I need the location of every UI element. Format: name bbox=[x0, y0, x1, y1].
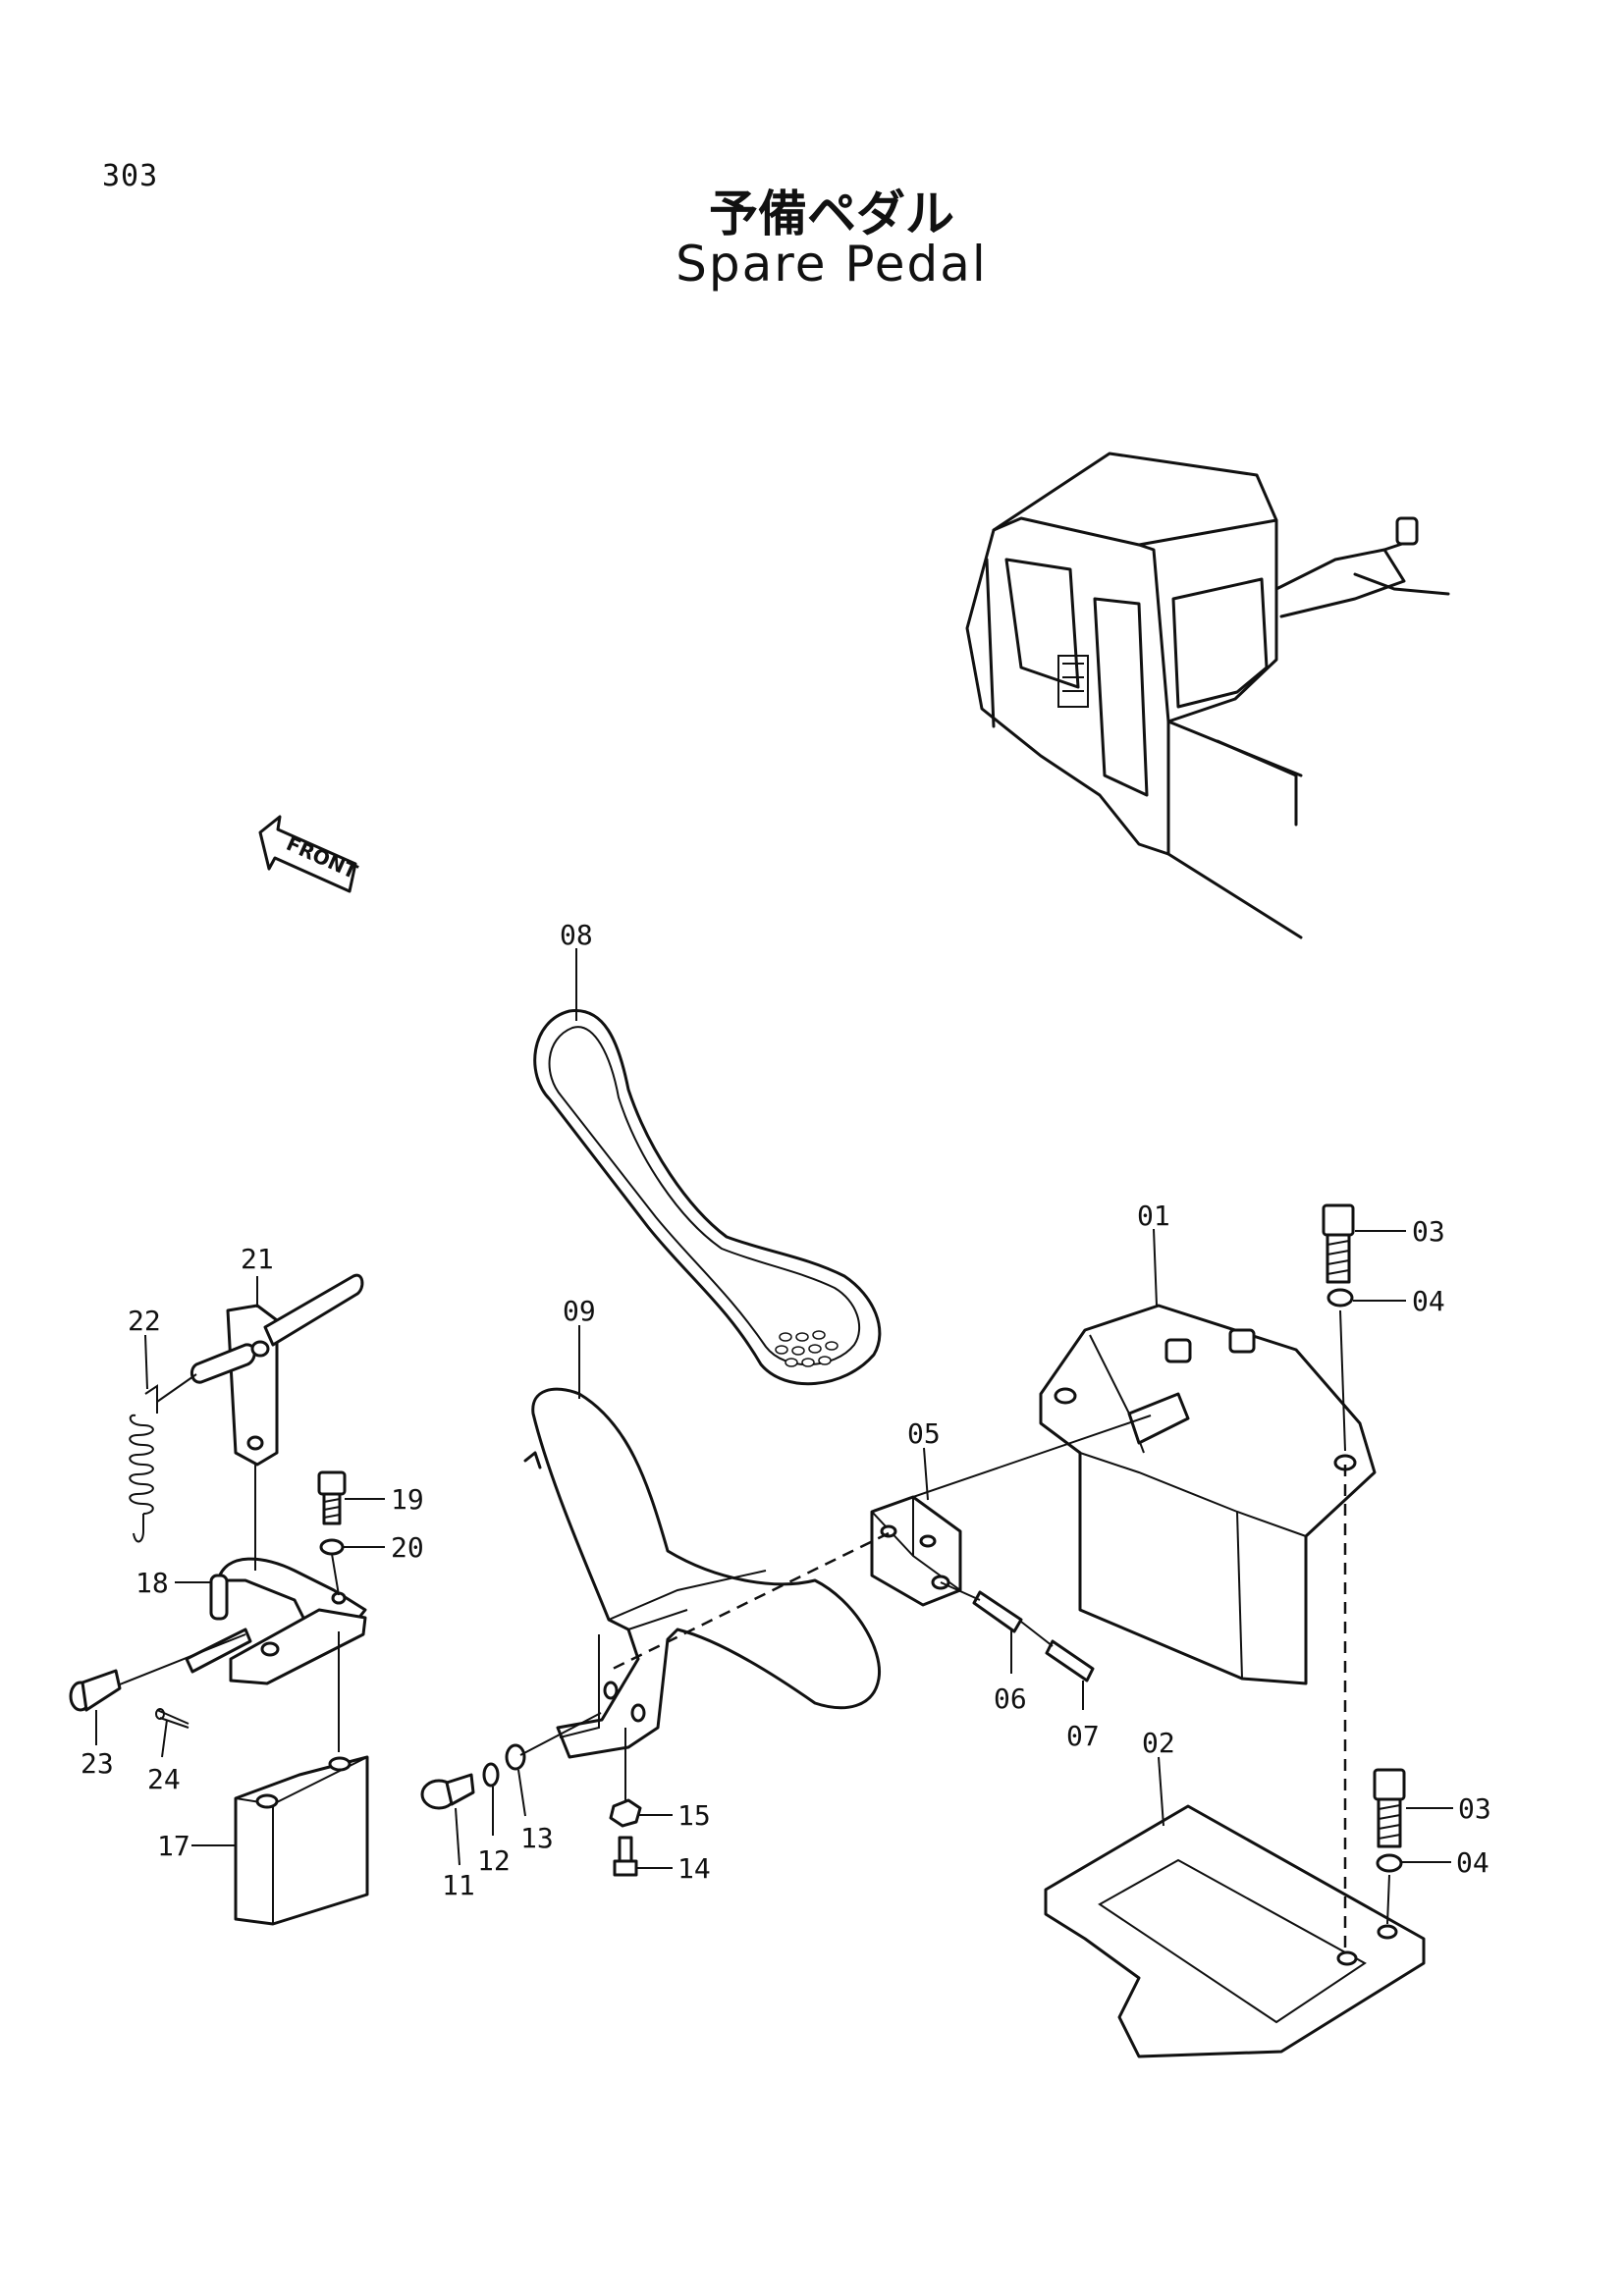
callout-17: 17 bbox=[157, 1830, 190, 1862]
bolt-part-03-upper bbox=[1322, 1203, 1355, 1284]
callout-01: 01 bbox=[1137, 1200, 1170, 1232]
callout-02: 02 bbox=[1142, 1727, 1175, 1759]
callout-08: 08 bbox=[560, 919, 593, 951]
nut-part-15 bbox=[609, 1798, 642, 1828]
pin-part-23 bbox=[69, 1669, 122, 1712]
pedal-body-part-09 bbox=[523, 1387, 882, 1759]
block-part-17 bbox=[234, 1755, 369, 1926]
callout-03-lower: 03 bbox=[1458, 1792, 1491, 1825]
lever-part-21 bbox=[189, 1273, 364, 1467]
washer-part-04-lower bbox=[1376, 1853, 1403, 1873]
cotter-pin-part-24 bbox=[155, 1708, 189, 1729]
callout-22: 22 bbox=[128, 1305, 161, 1337]
bracket-part-18 bbox=[185, 1557, 367, 1685]
block-part-05 bbox=[870, 1495, 962, 1607]
leader-lines bbox=[95, 948, 1453, 1869]
callout-04-upper: 04 bbox=[1412, 1285, 1445, 1317]
callout-07: 07 bbox=[1066, 1720, 1100, 1752]
bolt-part-11 bbox=[420, 1773, 475, 1810]
bolt-part-14 bbox=[613, 1836, 638, 1877]
callout-14: 14 bbox=[677, 1852, 711, 1885]
washer-part-13 bbox=[505, 1743, 526, 1771]
title-english: Spare Pedal bbox=[676, 236, 988, 293]
callout-05: 05 bbox=[907, 1417, 941, 1450]
callout-labels: 08 09 01 03 04 05 06 07 02 03 04 11 12 1… bbox=[81, 919, 1491, 1901]
spring-washer-part-12 bbox=[482, 1762, 500, 1788]
callout-04-lower: 04 bbox=[1456, 1846, 1489, 1879]
callout-24: 24 bbox=[147, 1763, 181, 1795]
callout-12: 12 bbox=[477, 1844, 511, 1877]
pin-part-07 bbox=[1045, 1639, 1095, 1682]
plate-part-02 bbox=[1044, 1804, 1426, 2058]
callout-11: 11 bbox=[442, 1869, 475, 1901]
bolt-part-03-lower bbox=[1373, 1768, 1406, 1848]
callout-09: 09 bbox=[563, 1295, 596, 1327]
callout-15: 15 bbox=[677, 1799, 711, 1832]
assembly-lines bbox=[119, 1309, 1390, 1949]
callout-20: 20 bbox=[391, 1531, 424, 1564]
callout-13: 13 bbox=[520, 1822, 554, 1854]
callout-18: 18 bbox=[135, 1567, 169, 1599]
front-direction-arrow: FRONT bbox=[258, 815, 361, 893]
bolt-part-19 bbox=[317, 1470, 347, 1525]
page-number: 303 bbox=[102, 159, 159, 193]
callout-19: 19 bbox=[391, 1483, 424, 1516]
title-japanese: 予備ペダル bbox=[709, 186, 954, 242]
callout-21: 21 bbox=[241, 1243, 274, 1275]
callout-03-upper: 03 bbox=[1412, 1215, 1445, 1248]
pin-part-06 bbox=[972, 1590, 1023, 1633]
washer-part-04-upper bbox=[1326, 1288, 1354, 1308]
pedal-pad-part-08 bbox=[533, 1009, 882, 1386]
spring-part-22 bbox=[129, 1384, 158, 1543]
callout-23: 23 bbox=[81, 1747, 114, 1780]
callout-06: 06 bbox=[994, 1682, 1027, 1715]
pilot-valve-part-01 bbox=[1039, 1304, 1377, 1685]
washer-part-20 bbox=[319, 1538, 345, 1556]
machine-cab-overview bbox=[965, 452, 1450, 939]
